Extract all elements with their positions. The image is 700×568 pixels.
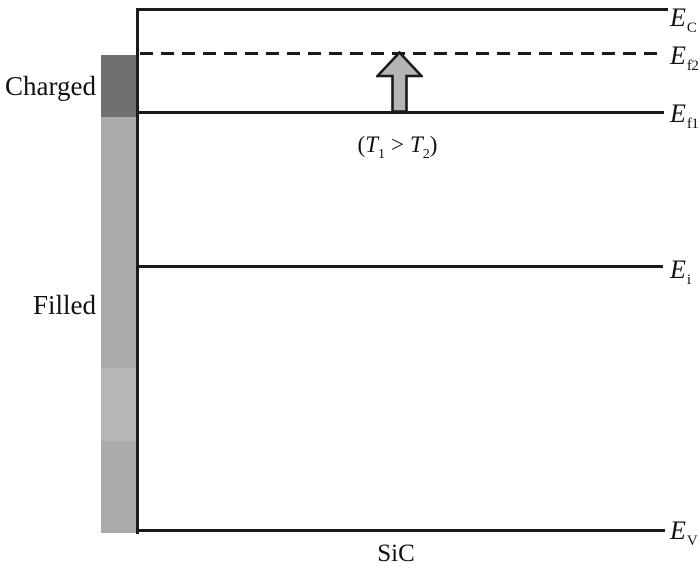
energy-symbol: E bbox=[670, 255, 686, 284]
energy-subscript: f1 bbox=[686, 116, 699, 132]
t2-symbol: T bbox=[409, 132, 423, 157]
valence-band-line bbox=[136, 529, 665, 532]
energy-symbol: E bbox=[670, 41, 686, 70]
level-label-ef1: Ef1 bbox=[670, 99, 699, 133]
energy-subscript: V bbox=[686, 533, 698, 549]
filled-states-bar-segment-top bbox=[101, 117, 138, 368]
filled-states-bar-segment-middle bbox=[101, 368, 138, 441]
energy-symbol: E bbox=[670, 99, 686, 128]
energy-subscript: C bbox=[686, 20, 697, 36]
conduction-band-line bbox=[136, 8, 668, 11]
energy-subscript: f2 bbox=[686, 58, 699, 74]
interface-vertical-line bbox=[136, 8, 139, 534]
energy-symbol: E bbox=[670, 516, 686, 545]
up-block-arrow-icon bbox=[376, 51, 423, 113]
t2-subscript: 2 bbox=[422, 147, 430, 162]
t1-symbol: T bbox=[365, 132, 378, 157]
filled-states-bar-segment-bottom bbox=[101, 441, 138, 533]
t1-subscript: 1 bbox=[378, 147, 385, 162]
fermi-shift-up-arrow bbox=[376, 51, 423, 113]
level-label-ef2: Ef2 bbox=[670, 41, 699, 75]
energy-symbol: E bbox=[670, 3, 686, 32]
level-label-ev: EV bbox=[670, 516, 698, 550]
open-paren: ( bbox=[357, 132, 366, 157]
energy-subscript: i bbox=[686, 272, 691, 288]
comparator: > bbox=[391, 132, 404, 157]
level-label-ei: Ei bbox=[670, 255, 691, 289]
temperature-annotation: (T1>T2) bbox=[325, 132, 470, 162]
material-label: SiC bbox=[377, 540, 415, 567]
close-paren: ) bbox=[429, 132, 438, 157]
intrinsic-level-line bbox=[136, 265, 663, 268]
level-label-ec: EC bbox=[670, 3, 697, 37]
filled-region-label: Filled bbox=[32, 290, 96, 320]
charged-region-label: Charged bbox=[5, 71, 96, 101]
charged-states-bar-segment bbox=[101, 55, 138, 117]
